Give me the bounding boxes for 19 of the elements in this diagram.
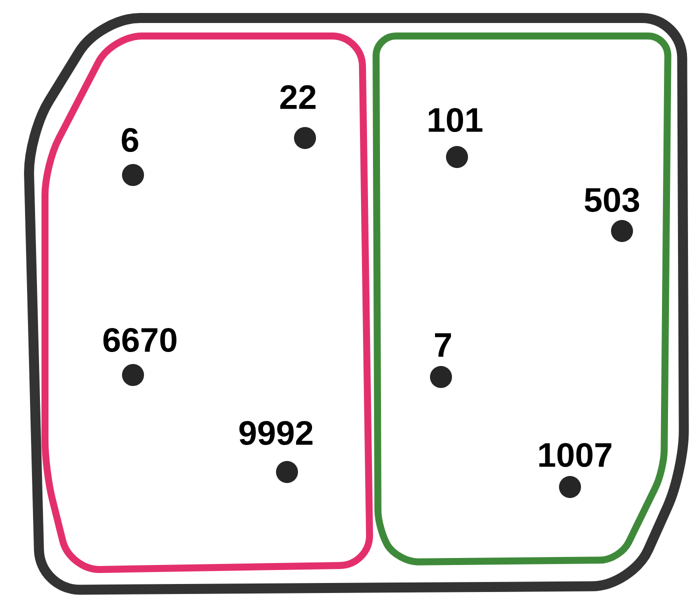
labeled-point: 6670 bbox=[103, 328, 176, 386]
node-label: 22 bbox=[280, 85, 316, 109]
node-label: 6 bbox=[122, 128, 138, 152]
node-label: 7 bbox=[435, 333, 451, 357]
node-label: 9992 bbox=[239, 420, 312, 446]
set-outline bbox=[42, 32, 374, 573]
labeled-point: 7 bbox=[430, 333, 452, 388]
set-outline bbox=[372, 32, 672, 566]
labeled-point: 101 bbox=[428, 108, 482, 168]
labeled-point: 503 bbox=[584, 188, 640, 242]
node-label: 6670 bbox=[103, 328, 176, 352]
node-label: 503 bbox=[584, 188, 640, 212]
node-label: 101 bbox=[428, 108, 482, 132]
node-label: 1007 bbox=[539, 442, 612, 468]
labeled-point: 9992 bbox=[239, 420, 312, 483]
labeled-point: 22 bbox=[280, 85, 316, 149]
set-outline bbox=[24, 13, 689, 595]
labeled-point: 1007 bbox=[539, 442, 612, 498]
labeled-point: 6 bbox=[122, 128, 144, 186]
